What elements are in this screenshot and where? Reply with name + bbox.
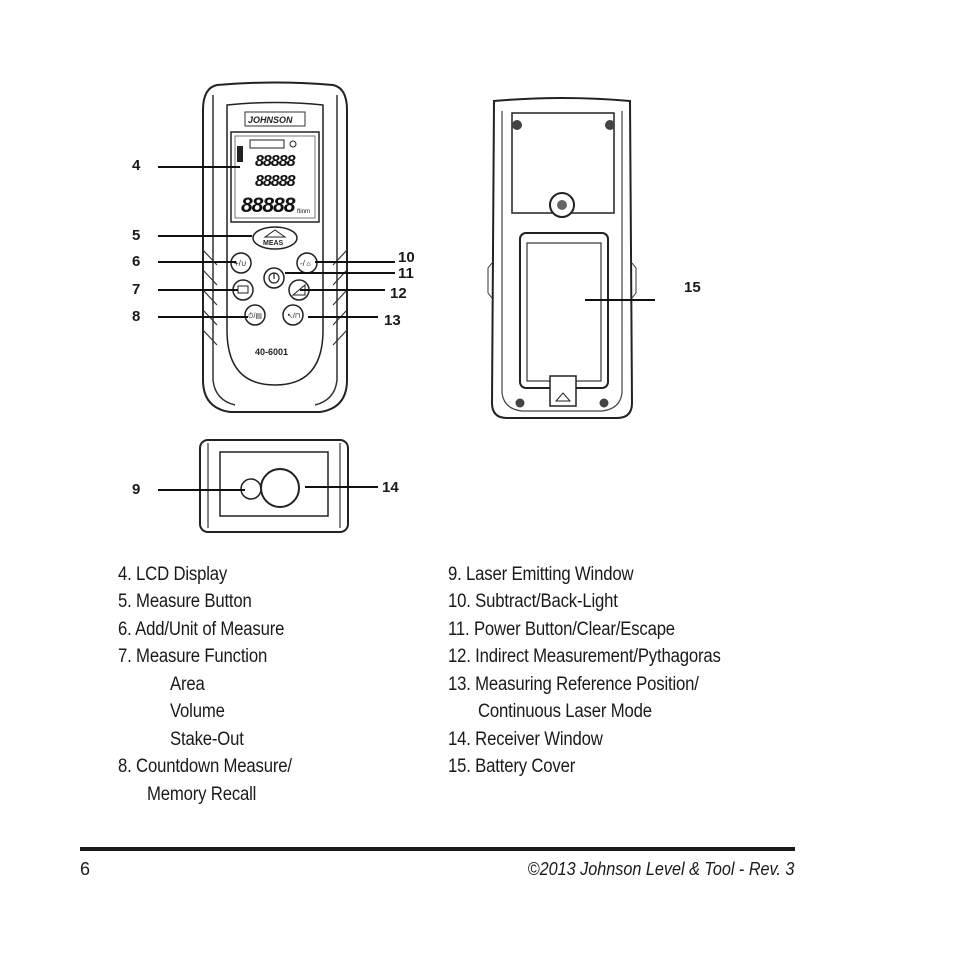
- countdown-memory-button[interactable]: [244, 304, 266, 326]
- callout-9: 9: [132, 481, 141, 498]
- callout-13: 13: [384, 312, 401, 329]
- legend-item-6: 6. Add/Unit of Measure: [118, 619, 285, 640]
- legend-item-11: 11. Power Button/Clear/Escape: [448, 619, 675, 640]
- callout-7: 7: [132, 281, 141, 298]
- callout-8: 8: [132, 308, 141, 325]
- measure-button[interactable]: [252, 226, 298, 250]
- svg-text:↖/⊓: ↖/⊓: [287, 313, 300, 320]
- legend-item-7: 7. Measure Function: [118, 646, 268, 667]
- reference-position-button[interactable]: [282, 304, 304, 326]
- callout-12: 12: [390, 285, 407, 302]
- footer-rule: [80, 847, 795, 851]
- legend-item-8-cont: Memory Recall: [147, 784, 257, 805]
- legend-item-13: 13. Measuring Reference Position/: [448, 674, 699, 695]
- legend-item-10: 10. Subtract/Back-Light: [448, 591, 618, 612]
- legend-item-12: 12. Indirect Measurement/Pythagoras: [448, 646, 721, 667]
- brand-logo: JOHNSON: [248, 115, 293, 125]
- model-number: 40-6001: [255, 347, 288, 357]
- device-end-illustration: [199, 439, 349, 533]
- callout-14: 14: [382, 479, 399, 496]
- legend-item-13-cont: Continuous Laser Mode: [478, 701, 652, 722]
- lcd-line-3: 88888: [241, 194, 296, 217]
- upper-back-panel: [511, 112, 615, 214]
- callout-5: 5: [132, 227, 141, 244]
- svg-text:-/☼: -/☼: [300, 259, 312, 268]
- legend-item-4: 4. LCD Display: [118, 564, 228, 585]
- receiver-window: [260, 468, 300, 508]
- copyright-notice: ©2013 Johnson Level & Tool - Rev. 3: [527, 859, 794, 879]
- callout-4: 4: [132, 157, 141, 174]
- callout-15: 15: [684, 279, 701, 296]
- measure-button-label: MEAS: [263, 240, 284, 247]
- lcd-line-2: 88888: [255, 173, 296, 190]
- page-number: 6: [80, 859, 91, 879]
- svg-text:⏱/▤: ⏱/▤: [248, 312, 262, 320]
- legend-sub-stakeout: Stake-Out: [170, 729, 244, 750]
- legend-sub-area: Area: [170, 674, 205, 695]
- callout-6: 6: [132, 253, 141, 270]
- lcd-unit: ftinm: [297, 209, 310, 215]
- legend-item-8: 8. Countdown Measure/: [118, 756, 292, 777]
- lcd-line-1: 88888: [255, 153, 296, 170]
- legend-item-9: 9. Laser Emitting Window: [448, 564, 634, 585]
- legend-item-15: 15. Battery Cover: [448, 756, 576, 777]
- legend-item-14: 14. Receiver Window: [448, 729, 603, 750]
- legend-sub-volume: Volume: [170, 701, 225, 722]
- device-front-illustration: JOHNSON 88888 88888 88888 ftinm MEAS +/∪…: [202, 81, 348, 413]
- device-back-illustration: [487, 97, 637, 419]
- svg-text:+/∪: +/∪: [234, 259, 247, 268]
- legend-item-5: 5. Measure Button: [118, 591, 252, 612]
- callout-11: 11: [398, 265, 414, 282]
- callout-10: 10: [398, 249, 415, 266]
